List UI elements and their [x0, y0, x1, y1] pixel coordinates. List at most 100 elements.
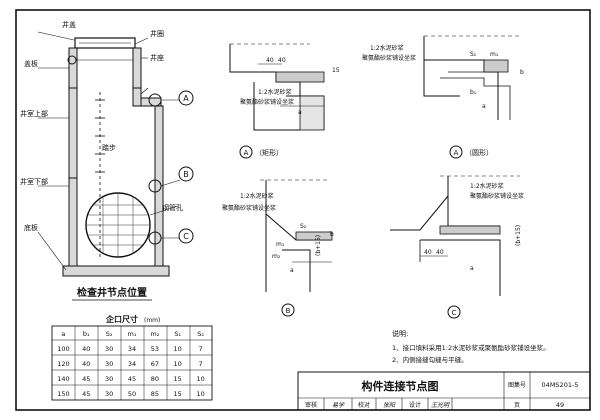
table-header-cell: a: [61, 330, 65, 338]
detail-b: 1:2水泥砂浆 聚氨酯砂浆铺设坐浆 S₂ m₁ m₂ b (b+15) a B: [222, 179, 334, 317]
label-pipe-hole: 钢管孔: [162, 203, 183, 212]
label-ring: 井圈: [150, 29, 164, 38]
detail-a-rect-tag: A: [244, 149, 249, 157]
atlas-number: 04MS201-5: [542, 381, 579, 389]
table-cell: 40: [82, 345, 90, 353]
detail-c-dim: (b+15): [515, 225, 522, 246]
size-table: 企口尺寸 (mm) a b₁ S₂ m₁ m₂ S₁ S₂ 100 40 30 34 53 10 7 120…: [51, 314, 213, 401]
table-cell: 7: [199, 360, 203, 368]
detail-c-tag: C: [452, 309, 457, 317]
detail-a-rect-mortar: 1:2水泥砂浆: [258, 88, 292, 96]
detail-a-rect-dim-h: 15: [332, 67, 340, 74]
manhole-section: 井盖 井圈 井座 盖板 踏步 井室上部 井室下部 底板 钢管孔 A B C 检查…: [20, 20, 194, 301]
table-cell: 40: [82, 360, 90, 368]
size-table-unit: (mm): [144, 317, 160, 324]
label-step: 踏步: [102, 143, 116, 152]
label-lower: 井室下部: [20, 177, 48, 186]
label-cover: 井盖: [62, 20, 76, 29]
notes-heading: 说明:: [392, 329, 408, 338]
detail-b-mortar2: 聚氨酯砂浆铺设坐浆: [222, 204, 276, 212]
page-label: 页: [514, 402, 520, 409]
label-slab: 盖板: [24, 59, 38, 68]
title-block: 构件连接节点图 图集号 04MS201-5 页 49 审核 易学 校对 张阳 设…: [297, 371, 591, 411]
label-seat: 井座: [150, 53, 164, 62]
detail-c-mortar2: 聚氨酯砂浆铺设坐浆: [470, 192, 524, 200]
table-cell: 45: [82, 375, 90, 383]
table-cell: 30: [105, 345, 113, 353]
table-cell: 50: [128, 390, 136, 398]
detail-a-round-b: b: [520, 69, 524, 76]
atlas-label: 图集号: [508, 381, 526, 389]
design-label: 设计: [409, 401, 421, 409]
detail-a-rect-dim-40b: 40: [278, 57, 286, 64]
well-caption: 检查井节点位置: [77, 286, 147, 299]
callout-a: A: [183, 94, 189, 103]
detail-a-round-a: a: [482, 103, 486, 110]
detail-a-rect-dim-40a: 40: [266, 57, 274, 64]
review-label: 审核: [305, 401, 317, 409]
table-cell: 85: [151, 390, 159, 398]
table-cell: 15: [174, 375, 182, 383]
label-base: 底板: [24, 223, 38, 232]
table-cell: 80: [151, 375, 159, 383]
detail-a-round-tag: A: [454, 149, 459, 157]
table-cell: 100: [57, 345, 69, 353]
detail-a-round-s: S₁: [470, 51, 477, 58]
detail-b-b: b: [330, 231, 334, 238]
note-2: 2、内侧接缝勾缝与平缝。: [392, 355, 468, 364]
detail-a-round-mortar: 1:2水泥砂浆: [370, 44, 404, 52]
drawing-title: 构件连接节点图: [362, 379, 439, 393]
detail-a-rect-suffix: （矩形）: [255, 148, 283, 157]
detail-a-rect-dim-a: a: [298, 109, 302, 116]
table-header-cell: S₂: [106, 330, 113, 338]
table-cell: 53: [151, 345, 159, 353]
label-upper: 井室上部: [20, 109, 48, 118]
detail-b-m1: m₁: [276, 241, 285, 248]
detail-a-round-m: m₁: [490, 51, 499, 58]
table-header-cell: S₂: [197, 330, 204, 338]
callout-c: C: [183, 232, 189, 241]
table-header-cell: m₂: [150, 330, 159, 338]
check-name: 张阳: [383, 402, 396, 409]
table-cell: 10: [196, 375, 204, 383]
table-cell: 15: [174, 390, 182, 398]
notes: 说明: 1、接口填料采用1:2水泥砂浆或聚氨酯砂浆铺设坐浆。 2、内侧接缝勾缝与…: [392, 329, 550, 364]
check-label: 校对: [358, 401, 370, 409]
table-cell: 34: [128, 360, 136, 368]
table-cell: 10: [174, 360, 182, 368]
detail-a-round-suffix: （圆形）: [465, 149, 493, 157]
detail-a-round-mortar2: 聚氨酯砂浆铺设坐浆: [362, 54, 416, 62]
detail-c-mortar: 1:2水泥砂浆: [470, 182, 504, 190]
review-name: 易学: [332, 401, 345, 409]
table-cell: 45: [128, 375, 136, 383]
detail-b-dim: (b+15): [315, 235, 322, 256]
table-cell: 140: [57, 375, 69, 383]
detail-b-a: a: [290, 267, 294, 274]
detail-a-rect-mortar2: 聚氨酯砂浆铺设坐浆: [240, 98, 294, 106]
table-cell: 34: [128, 345, 136, 353]
table-cell: 120: [57, 360, 69, 368]
table-cell: 150: [57, 390, 69, 398]
page-number: 49: [556, 401, 564, 409]
table-header-cell: m₁: [128, 330, 137, 338]
detail-c: 1:2水泥砂浆 聚氨酯砂浆铺设坐浆 40 40 (b+15) a C: [390, 175, 524, 319]
size-table-title: 企口尺寸: [105, 314, 138, 324]
detail-b-tag: B: [286, 307, 291, 315]
detail-a-rect: 40 40 15 1:2水泥砂浆 聚氨酯砂浆铺设坐浆 a A （矩形）: [229, 43, 340, 159]
table-header-cell: b₁: [83, 330, 90, 338]
note-1: 1、接口填料采用1:2水泥砂浆或聚氨酯砂浆铺设坐浆。: [392, 343, 550, 352]
table-cell: 30: [105, 375, 113, 383]
detail-c-dim-40a: 40: [424, 249, 432, 256]
table-cell: 30: [105, 390, 113, 398]
table-header-cell: S₁: [174, 330, 181, 338]
table-cell: 30: [105, 360, 113, 368]
table-cell: 67: [151, 360, 159, 368]
detail-a-round: 1:2水泥砂浆 聚氨酯砂浆铺设坐浆 S₁ m₁ b b₁ a A （圆形）: [362, 35, 524, 159]
detail-b-s: S₂: [300, 223, 307, 230]
table-cell: 45: [82, 390, 90, 398]
table-cell: 10: [174, 345, 182, 353]
table-cell: 7: [199, 345, 203, 353]
detail-b-m2: m₂: [272, 253, 281, 260]
detail-c-a: a: [470, 265, 474, 272]
